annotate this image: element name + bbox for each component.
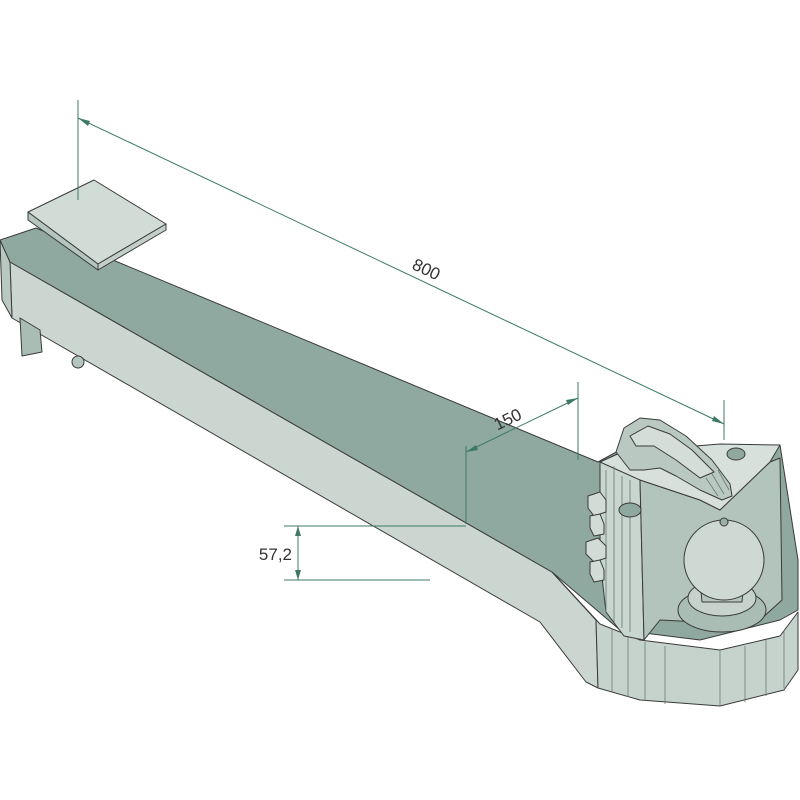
lever-grip-lines <box>705 469 730 497</box>
mount-bracket <box>19 317 43 357</box>
tow-ball <box>683 519 765 601</box>
dimension-label-length: 800 <box>409 255 443 284</box>
locking-lever-highlight <box>629 425 715 479</box>
dimension-label-height: 57,2 <box>259 545 292 564</box>
housing-bolts <box>585 491 607 583</box>
mount-bolt <box>71 355 85 369</box>
hook-end-facets <box>611 628 785 706</box>
dim-800-line <box>77 117 725 425</box>
hook-end-front-face <box>551 571 799 707</box>
dim-150-line <box>465 397 579 453</box>
tow-ball-top-mark <box>719 517 729 527</box>
dimension-arrows <box>78 118 724 580</box>
housing-hole-left <box>618 502 642 518</box>
housing-hole-right <box>726 447 746 461</box>
mount-pad-front <box>97 223 167 271</box>
